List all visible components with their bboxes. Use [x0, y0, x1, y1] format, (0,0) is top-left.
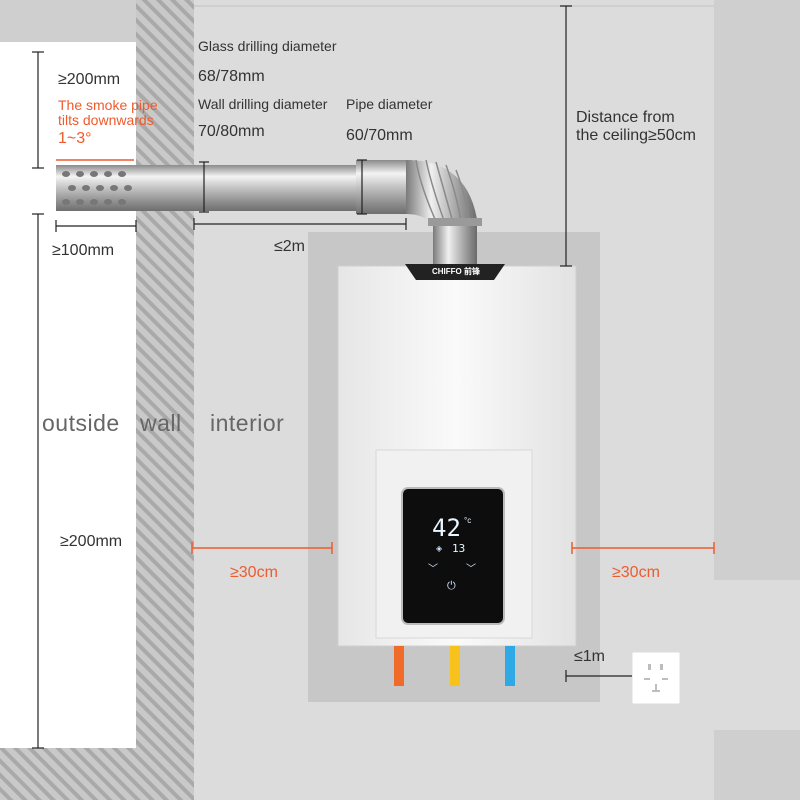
wall-drilling-value: 70/80mm	[198, 123, 265, 140]
flame-icon: ◈	[436, 544, 443, 553]
temperature-display: 42	[432, 514, 461, 542]
pipe-length-label: ≤2m	[274, 238, 306, 255]
tilt-angle-label: 1~3°	[58, 130, 92, 147]
outside-area	[0, 0, 136, 800]
side-left-label: ≥30cm	[230, 564, 278, 581]
glass-drilling-value: 68/78mm	[198, 68, 265, 85]
glass-drilling-title: Glass drilling diameter	[198, 38, 337, 54]
zone-wall-label: wall	[140, 410, 182, 436]
hot-water-pipe	[394, 646, 404, 686]
socket	[631, 651, 681, 705]
heater-top-cap	[405, 264, 505, 280]
wall-hatch	[136, 0, 194, 800]
right-wall	[714, 0, 800, 580]
pipe-elbow	[406, 160, 478, 226]
tilt-note-line2: tilts downwards	[58, 112, 154, 128]
power-icon[interactable]: ⏻	[447, 580, 456, 592]
sub-value-display: 13	[452, 542, 466, 555]
top-shade	[0, 0, 136, 42]
side-right-label: ≥30cm	[612, 564, 660, 581]
pipe-diameter-value: 60/70mm	[346, 127, 413, 144]
ground-gap-label: ≥200mm	[60, 533, 123, 550]
temperature-unit: °c	[464, 516, 472, 525]
socket-distance-label: ≤1m	[574, 648, 606, 665]
down-arrow-icon[interactable]: ﹀	[428, 564, 438, 575]
brand-name-cn: 前锋	[464, 267, 481, 276]
pipe-diameter-title: Pipe diameter	[346, 96, 433, 112]
tilt-note-line1: The smoke pipe	[58, 97, 158, 113]
zone-interior-label: interior	[210, 410, 285, 436]
brand-logo: CHIFFO 前锋	[432, 266, 480, 277]
brand-name: CHIFFO	[432, 267, 462, 276]
zone-outside-label: outside	[42, 410, 120, 436]
ceiling-distance-line2: the ceiling≥50cm	[576, 127, 696, 144]
right-wall-bottom	[714, 730, 800, 800]
vertical-pipe	[433, 222, 477, 266]
ground-hatch	[0, 748, 136, 800]
outside-length-label: ≥100mm	[52, 242, 115, 259]
socket-holes	[644, 664, 668, 692]
top-gap-label: ≥200mm	[58, 71, 121, 88]
pipe-vent-holes	[62, 171, 132, 205]
cold-water-pipe	[505, 646, 515, 686]
pipe-coupler	[356, 160, 412, 214]
dimension-lines-black	[32, 5, 632, 749]
ceiling-distance-line1: Distance from	[576, 109, 675, 126]
gas-pipe	[450, 646, 460, 686]
display-panel	[401, 487, 505, 625]
down-arrow-icon-right[interactable]: ﹀	[466, 564, 476, 575]
dimension-lines-orange	[56, 159, 715, 554]
wall-drilling-title: Wall drilling diameter	[198, 96, 328, 112]
